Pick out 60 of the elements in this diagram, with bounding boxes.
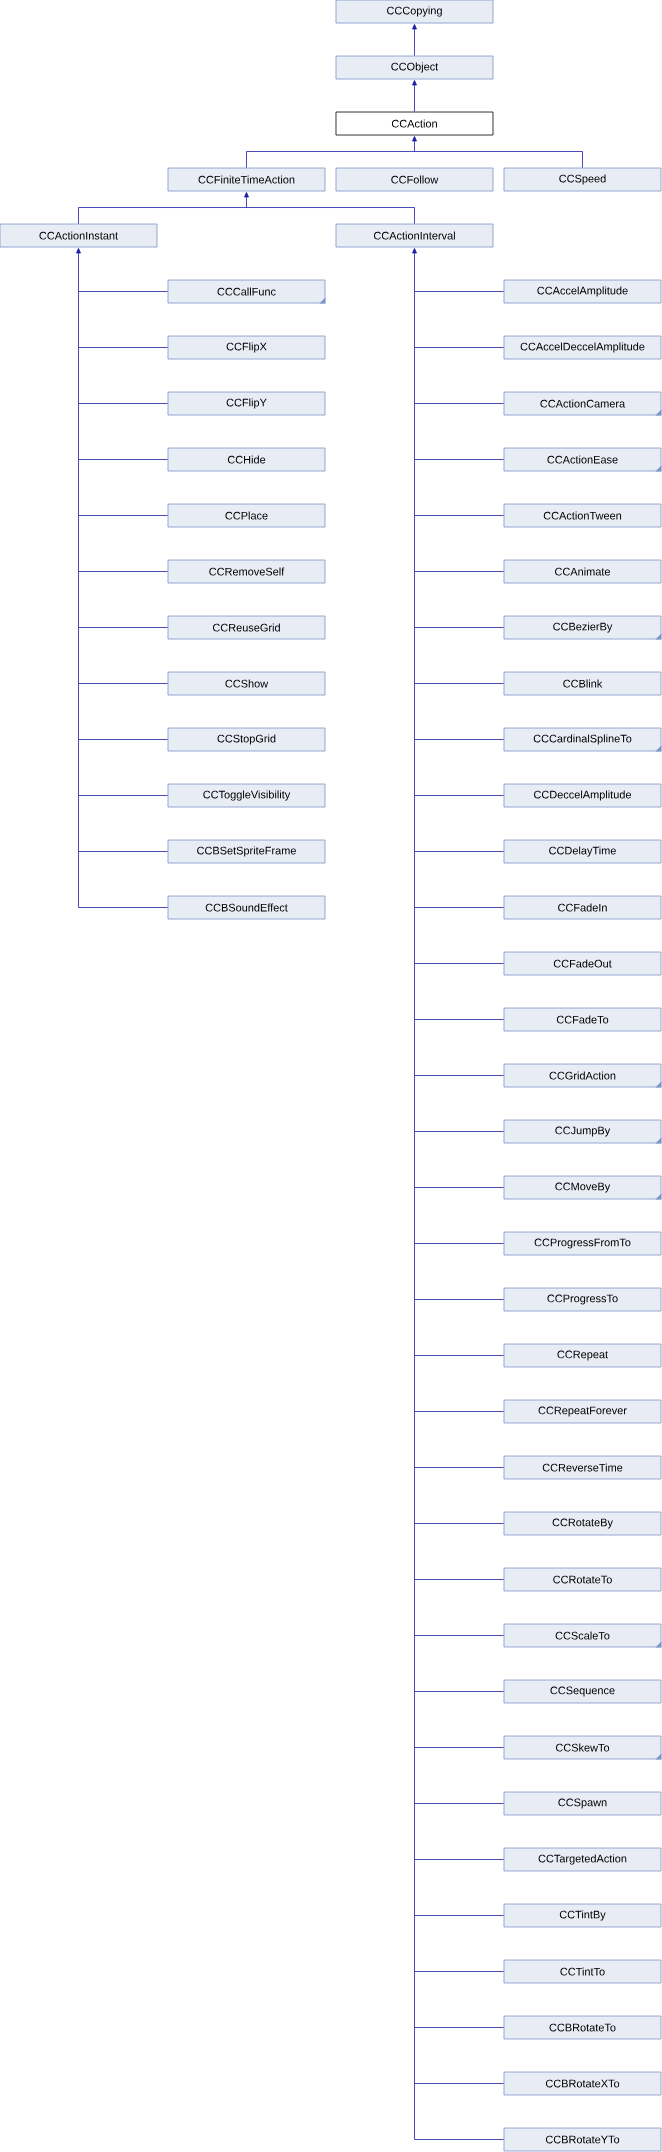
class-box: CCActionTween	[503, 503, 662, 528]
class-box: CCGridAction	[503, 1063, 662, 1088]
class-box: CCCallFunc	[167, 279, 326, 304]
class-box: CCRotateBy	[503, 1511, 662, 1536]
class-box: CCFollow	[335, 167, 494, 192]
class-box: CCFlipX	[167, 335, 326, 360]
class-box: CCAnimate	[503, 559, 662, 584]
class-box: CCCardinalSplineTo	[503, 727, 662, 752]
inheritance-arrow	[78, 192, 415, 224]
class-box: CCBSoundEffect	[167, 895, 326, 920]
class-box: CCTintBy	[503, 1903, 662, 1928]
class-box: CCProgressTo	[503, 1287, 662, 1312]
class-box: CCTargetedAction	[503, 1847, 662, 1872]
class-box: CCSkewTo	[503, 1735, 662, 1760]
class-box: CCRepeatForever	[503, 1399, 662, 1424]
class-box: CCCopying	[335, 0, 494, 24]
class-box: CCToggleVisibility	[167, 783, 326, 808]
class-box: CCBezierBy	[503, 615, 662, 640]
class-box: CCPlace	[167, 503, 326, 528]
class-box: CCFadeTo	[503, 1007, 662, 1032]
class-box: CCAction	[335, 111, 494, 136]
class-box: CCAccelDeccelAmplitude	[503, 335, 662, 360]
class-box: CCHide	[167, 447, 326, 472]
class-box: CCTintTo	[503, 1959, 662, 1984]
class-box: CCRotateTo	[503, 1567, 662, 1592]
class-box: CCMoveBy	[503, 1175, 662, 1200]
class-box: CCSequence	[503, 1679, 662, 1704]
class-box: CCStopGrid	[167, 727, 326, 752]
class-box: CCFlipY	[167, 391, 326, 416]
class-box: CCProgressFromTo	[503, 1231, 662, 1256]
class-box: CCScaleTo	[503, 1623, 662, 1648]
class-box: CCSpawn	[503, 1791, 662, 1816]
class-box: CCShow	[167, 671, 326, 696]
class-box: CCAccelAmplitude	[503, 279, 662, 304]
class-box: CCBRotateTo	[503, 2015, 662, 2040]
class-box: CCReuseGrid	[167, 615, 326, 640]
class-box: CCBlink	[503, 671, 662, 696]
inheritance-arrow	[246, 136, 583, 168]
class-box: CCBRotateYTo	[503, 2127, 662, 2152]
class-box: CCDeccelAmplitude	[503, 783, 662, 808]
class-box: CCRemoveSelf	[167, 559, 326, 584]
class-box: CCRepeat	[503, 1343, 662, 1368]
class-box: CCObject	[335, 55, 494, 80]
inheritance-arrow	[412, 24, 417, 56]
class-box: CCBRotateXTo	[503, 2071, 662, 2096]
class-box: CCBSetSpriteFrame	[167, 839, 326, 864]
class-box: CCActionEase	[503, 447, 662, 472]
inheritance-arrow	[76, 248, 168, 908]
class-box: CCDelayTime	[503, 839, 662, 864]
inheritance-arrow	[412, 248, 504, 2140]
class-box: CCReverseTime	[503, 1455, 662, 1480]
inheritance-arrow	[412, 80, 417, 113]
class-box: CCActionInstant	[0, 223, 158, 248]
class-box: CCActionInterval	[335, 223, 494, 248]
class-box: CCSpeed	[503, 167, 662, 192]
class-box: CCFadeIn	[503, 895, 662, 920]
class-box: CCFadeOut	[503, 951, 662, 976]
class-box: CCJumpBy	[503, 1119, 662, 1144]
class-box: CCFiniteTimeAction	[167, 167, 326, 192]
class-box: CCActionCamera	[503, 391, 662, 416]
